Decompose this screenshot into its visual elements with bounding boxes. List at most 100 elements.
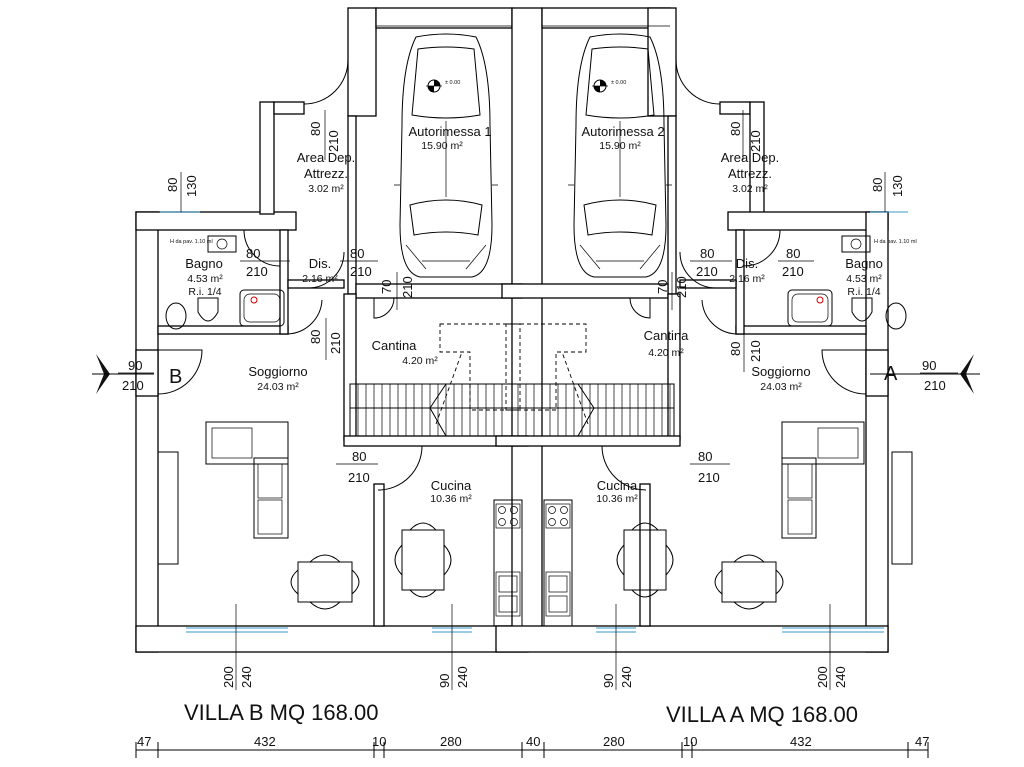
room-cucina-b-area: 10.36 m² (430, 493, 472, 505)
room-soggiorno-b: Soggiorno (248, 364, 307, 379)
svg-text:90: 90 (922, 358, 936, 373)
svg-text:210: 210 (348, 470, 370, 485)
room-area-dep-a-2: Attrezz. (728, 166, 772, 181)
svg-text:80: 80 (350, 246, 364, 261)
svg-text:80: 80 (786, 246, 800, 261)
svg-text:210: 210 (400, 276, 415, 298)
bathroom-fixtures-left (165, 235, 285, 330)
svg-text:90: 90 (601, 674, 616, 688)
room-autorimessa-2-area: 15.90 m² (599, 140, 641, 152)
dim-432-left: 432 (254, 734, 276, 749)
room-autorimessa-1: Autorimessa 1 (408, 124, 491, 139)
car-left (394, 33, 498, 278)
room-cucina-b: Cucina (431, 478, 472, 493)
room-cantina-b-area: 4.20 m² (402, 355, 438, 367)
dim-280-left: 280 (440, 734, 462, 749)
room-cucina-a: Cucina (597, 478, 638, 493)
room-area-dep-b-area: 3.02 m² (308, 183, 344, 195)
svg-text:210: 210 (326, 130, 341, 152)
room-soggiorno-b-area: 24.03 m² (257, 381, 299, 393)
svg-text:80: 80 (728, 122, 743, 136)
room-bagno-a-area: 4.53 m² (846, 273, 882, 285)
stairs (349, 323, 675, 437)
svg-text:210: 210 (674, 276, 689, 298)
svg-text:210: 210 (122, 378, 144, 393)
svg-text:80: 80 (352, 449, 366, 464)
room-cucina-a-area: 10.36 m² (596, 493, 638, 505)
kitchen-counter-left (493, 499, 523, 627)
level-marker-left (426, 79, 442, 93)
svg-text:130: 130 (890, 175, 905, 197)
svg-text:70: 70 (379, 280, 394, 294)
dining-table-left (290, 554, 360, 610)
svg-text:240: 240 (619, 666, 634, 688)
svg-text:210: 210 (328, 332, 343, 354)
window-note-a: H da pav. 1.10 ml (874, 239, 917, 245)
dim-280-right: 280 (603, 734, 625, 749)
walls (135, 7, 889, 653)
svg-text:210: 210 (748, 340, 763, 362)
window-note-b: H da pav. 1.10 ml (170, 239, 213, 245)
svg-text:200: 200 (815, 666, 830, 688)
svg-text:200: 200 (221, 666, 236, 688)
level-marker-right (592, 79, 608, 93)
kitchen-counter-right (543, 499, 573, 627)
svg-text:80: 80 (700, 246, 714, 261)
dim-47-right: 47 (915, 734, 929, 749)
room-dis-a: Dis. (736, 256, 758, 271)
room-soggiorno-a: Soggiorno (751, 364, 810, 379)
room-autorimessa-1-area: 15.90 m² (421, 140, 463, 152)
title-villa-a: VILLA A MQ 168.00 (666, 702, 858, 727)
svg-text:130: 130 (184, 175, 199, 197)
svg-text:210: 210 (696, 264, 718, 279)
room-area-dep-a-area: 3.02 m² (732, 183, 768, 195)
svg-text:90: 90 (128, 358, 142, 373)
svg-text:80: 80 (308, 330, 323, 344)
kitchen-table-left (394, 522, 452, 598)
room-cantina-a-area: 4.20 m² (648, 347, 684, 359)
dim-10-right: 10 (683, 734, 697, 749)
bathroom-fixtures-right (787, 235, 907, 330)
dim-47-left: 47 (137, 734, 151, 749)
dim-432-right: 432 (790, 734, 812, 749)
svg-text:70: 70 (655, 280, 670, 294)
windows (160, 211, 908, 633)
car-right (568, 33, 672, 278)
room-autorimessa-2: Autorimessa 2 (581, 124, 664, 139)
room-area-dep-b: Area Dep. (297, 150, 356, 165)
svg-text:80: 80 (246, 246, 260, 261)
svg-text:210: 210 (924, 378, 946, 393)
room-soggiorno-a-area: 24.03 m² (760, 381, 802, 393)
dim-40: 40 (526, 734, 540, 749)
opening-dims-horizontal: 90 210 90 210 80 210 80 210 80 210 80 21… (118, 246, 958, 485)
room-bagno-b-area: 4.53 m² (187, 273, 223, 285)
svg-text:210: 210 (782, 264, 804, 279)
sofa-left (205, 421, 289, 539)
svg-text:80: 80 (870, 178, 885, 192)
svg-text:80: 80 (728, 342, 743, 356)
opening-dims-vertical: 80 210 80 130 80 210 70 210 200 240 90 2… (165, 110, 905, 690)
svg-text:90: 90 (437, 674, 452, 688)
room-cantina-b: Cantina (372, 338, 418, 353)
room-area-dep-a: Area Dep. (721, 150, 780, 165)
entrance-letter-b: B (169, 366, 182, 388)
room-bagno-a: Bagno (845, 256, 883, 271)
svg-text:240: 240 (455, 666, 470, 688)
svg-text:210: 210 (748, 130, 763, 152)
tv-cabinet-right (891, 451, 913, 565)
svg-text:80: 80 (308, 122, 323, 136)
level-label-left: ± 0.00 (445, 80, 460, 86)
svg-text:210: 210 (350, 264, 372, 279)
dining-table-right (714, 554, 784, 610)
room-cantina-a: Cantina (644, 328, 690, 343)
dim-10-left: 10 (372, 734, 386, 749)
svg-text:80: 80 (165, 178, 180, 192)
room-bagno-b: Bagno (185, 256, 223, 271)
doors (157, 59, 867, 491)
room-bagno-a-ri: R.i. 1/4 (847, 286, 880, 298)
dimension-line (135, 742, 929, 758)
tv-cabinet-left (157, 451, 179, 565)
svg-text:240: 240 (833, 666, 848, 688)
svg-text:210: 210 (698, 470, 720, 485)
